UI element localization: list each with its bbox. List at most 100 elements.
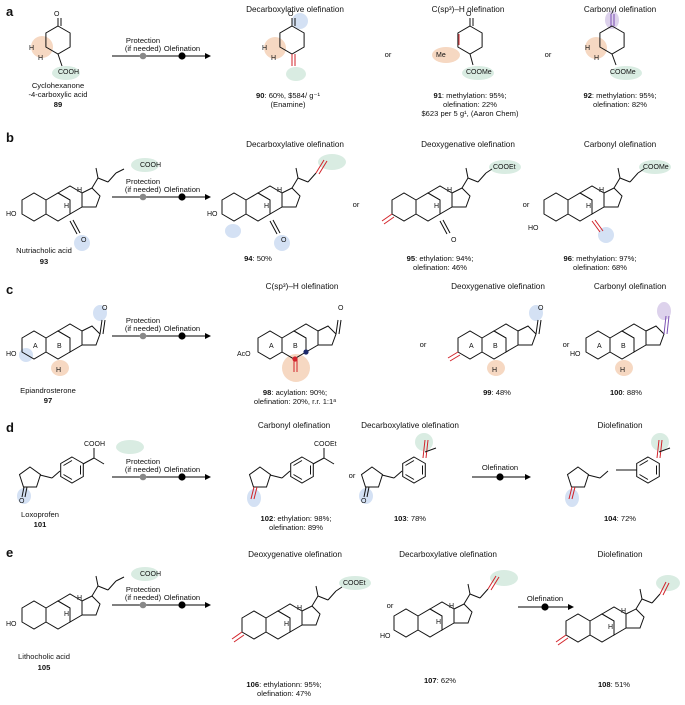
atom-e106-h2: H [297,605,303,612]
panel-b-structures [21,154,671,251]
atom-b93-h1: H [64,203,70,210]
panel-label-a: a [6,4,14,19]
atom-c97-h: H [56,367,62,374]
atom-e105-ho: HO [6,621,17,628]
arrow-e-second-olefination: Olefination [526,594,564,603]
start-e-name: Lithocholic acid [18,652,70,661]
product-b-96-line2: olefination: 68% [572,263,628,272]
atom-a92-h2: H [594,55,600,62]
atom-b94-ho: HO [207,211,218,218]
atom-c100-h: H [620,367,626,374]
arrow-e-protection: Protection [125,585,161,594]
product-b-95-line1: 95: ethylation: 94%; [406,254,474,263]
atom-b94-h1: H [264,203,270,210]
atom-d101-cooh: COOH [84,441,105,448]
product-d-102-line2: olefination: 89% [268,523,324,532]
atom-b93-ho: HO [6,211,17,218]
panel-a-structures [31,11,642,81]
product-b-96-line1: 96: methylation: 97%; [563,254,637,263]
header-d-3: Diolefination [597,421,643,430]
atom-a91-coome: COOMe [466,69,492,76]
atom-c100-ring-a: A [597,343,602,350]
atom-b95-o: O [451,237,457,244]
arrow-d-olefination: Olefination [163,465,201,474]
atom-b95-cooet: COOEt [493,164,516,171]
panel-e-structures [21,567,680,646]
product-b-95-line2: olefination: 46% [412,263,468,272]
product-e-108-line1: 108: 51% [597,680,631,689]
atom-d101-o: O [19,498,25,505]
product-a-91-line2: olefination: 22% [442,100,498,109]
arrow-c-protection: Protection [125,316,161,325]
arrow-b-olefination: Olefination [163,185,201,194]
header-c-2: Deoxygenative olefination [451,282,545,291]
panel-label-e: e [6,545,14,560]
atom-a91-o: O [466,11,472,18]
header-d-1: Carbonyl olefination [257,421,331,430]
arrow-d-second-olefination: Olefination [481,463,519,472]
product-c-99-line1: 99: 48% [483,388,511,397]
panel-label-c: c [6,282,14,297]
or-a-1: or [384,50,392,59]
product-a-91-line3: $623 per 5 g¹, (Aaron Chem) [421,109,519,118]
or-b-2: or [522,200,530,209]
product-a-92-line1: 92: methylation: 95%; [583,91,657,100]
product-a-92-line2: olefination: 82% [592,100,648,109]
header-b-2: Deoxygenative olefination [421,140,515,149]
panel-d-structures [17,433,671,507]
atom-e107-h1: H [436,619,442,626]
atom-b93-cooh: COOH [140,162,161,169]
start-a-number: 89 [53,100,63,109]
or-a-2: or [544,50,552,59]
or-d-1: or [348,471,356,480]
atom-e106-cooet: COOEt [343,580,366,587]
atom-c99-o: O [538,305,544,312]
header-c-3: Carbonyl olefination [593,282,667,291]
atom-c99-ring-a: A [469,343,474,350]
start-e-number: 105 [37,663,51,672]
atom-c98-aco: AcO [237,351,251,358]
start-c-number: 97 [43,396,53,405]
atom-c97-o: O [102,305,108,312]
atom-c97-ring-b: B [57,343,62,350]
atom-c100-ho: HO [570,351,581,358]
atom-e106-h1: H [284,621,290,628]
atom-b96-coome: COOMe [643,164,669,171]
header-e-1: Deoxygenative olefination [248,550,342,559]
atom-b94-h2: H [277,187,283,194]
arrow-a-protection-sub: (if needed) [124,44,162,53]
product-d-103-line1: 103: 78% [393,514,427,523]
start-c-name: Epiandrosterone [20,386,76,395]
product-c-98-line2: olefination: 20%, r.r. 1:1ᵃ [253,397,337,406]
arrow-b-protection-sub: (if needed) [124,185,162,194]
start-b-number: 93 [39,257,49,266]
product-d-104-line1: 104: 72% [603,514,637,523]
atom-b93-h2: H [77,187,83,194]
product-a-90-line2: (Enamine) [270,100,306,109]
atom-a89-h2: H [38,55,44,62]
product-a-90-line1: 90: 60%, $584/ g⁻¹ [256,91,320,100]
panel-c-structures [19,302,671,382]
atom-b96-ho: HO [528,225,539,232]
atom-b94-o: O [281,237,287,244]
atom-c97-ring-a: A [33,343,38,350]
atom-a92-h1: H [585,45,591,52]
arrow-d-protection: Protection [125,457,161,466]
atom-c100-ring-b: B [621,343,626,350]
start-a-name-line2: -4-carboxylic acid [28,90,88,99]
atom-c98-o: O [338,305,344,312]
start-d-number: 101 [33,520,47,529]
atom-e108-h1: H [608,624,614,631]
atom-b95-h1: H [434,203,440,210]
arrow-c-protection-sub: (if needed) [124,324,162,333]
atom-e107-h2: H [449,603,455,610]
atom-a92-coome: COOMe [610,69,636,76]
atom-b96-h2: H [599,187,605,194]
header-a-3: Carbonyl olefination [583,5,657,14]
atom-a89-o: O [54,11,60,18]
header-a-2: C(sp³)–H olefination [431,5,505,14]
header-a-1: Decarboxylative olefination [246,5,344,14]
panel-label-d: d [6,420,14,435]
